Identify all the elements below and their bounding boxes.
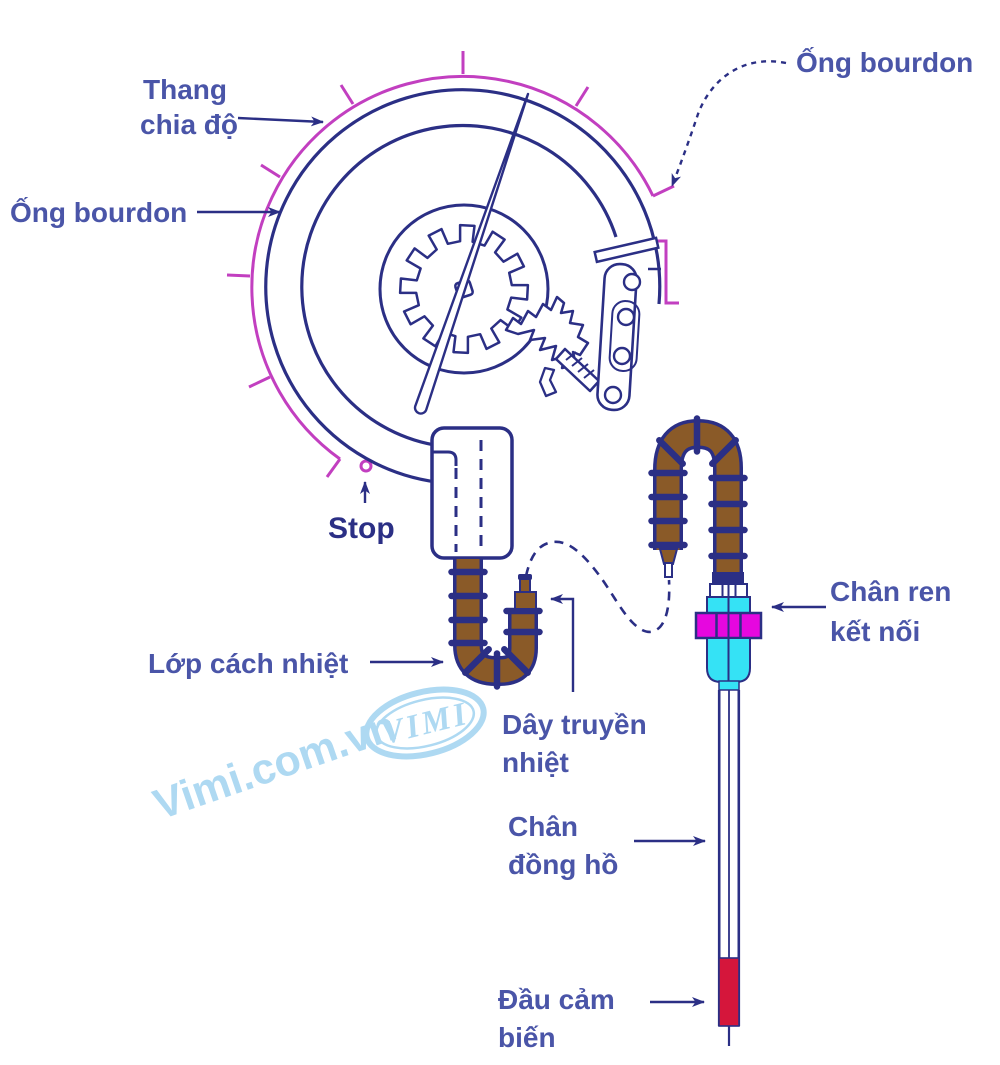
capillary-nozzle (514, 574, 537, 610)
insulated-coil-left (448, 559, 543, 690)
label-stop: Stop (328, 512, 395, 545)
label-sensor-line1: Đầu cảm (498, 984, 615, 1015)
scale-end-bracket (651, 239, 679, 305)
coil-band (501, 646, 531, 676)
dial-scale-arc (226, 51, 679, 478)
label-bourdon-left: Ống bourdon (10, 196, 187, 228)
label-heat-wire-line1: Dây truyền (502, 709, 647, 740)
label-sensor-line2: biến (498, 1022, 556, 1053)
label-scale-line1: Thang (143, 74, 227, 105)
watermark-site-text: Vimi.com.vn (148, 702, 402, 830)
arrow-scale (237, 116, 324, 127)
coil-bands (448, 568, 543, 690)
watermark: Vimi.com.vn VIMI (148, 686, 487, 830)
label-heat-wire-line2: nhiệt (502, 747, 569, 778)
label-bourdon-top: Ống bourdon (796, 46, 973, 78)
leader-arrows (197, 60, 826, 1007)
label-stem-line2: đồng hồ (508, 849, 618, 880)
scale-tick-marks (226, 51, 590, 389)
sector-tail (538, 366, 558, 398)
stop-pin (359, 459, 373, 473)
anchor-bar (593, 236, 660, 264)
arrow-heat-wire (550, 594, 575, 692)
label-thread-line2: kết nối (830, 616, 920, 647)
thread-connector-fitting (694, 583, 763, 691)
adjust-link (554, 347, 601, 393)
label-insulation: Lớp cách nhiệt (148, 648, 348, 679)
pointer-needle (413, 92, 530, 415)
arrow-bourdon-top (670, 60, 787, 187)
label-scale-line2: chia độ (140, 109, 238, 140)
label-thread-line1: Chân ren (830, 576, 951, 607)
coil-band (709, 437, 739, 467)
conduit-tip (658, 548, 679, 565)
conduit-collar (712, 572, 744, 583)
labels: Thang chia độ Ống bourdon Ống bourdon St… (10, 46, 973, 1053)
conduit-bands (648, 415, 748, 560)
tube-end-plate (593, 236, 661, 412)
coil-band (656, 437, 686, 467)
capillary-line (524, 540, 671, 634)
bourdon-tube-arcs (264, 88, 662, 485)
coil-band (462, 646, 492, 676)
gauge-socket (430, 426, 514, 560)
label-stem-line1: Chân (508, 811, 578, 842)
flex-conduit-right (648, 415, 748, 583)
watermark-logo: VIMI (363, 686, 487, 760)
sensor-tip (718, 957, 740, 1046)
